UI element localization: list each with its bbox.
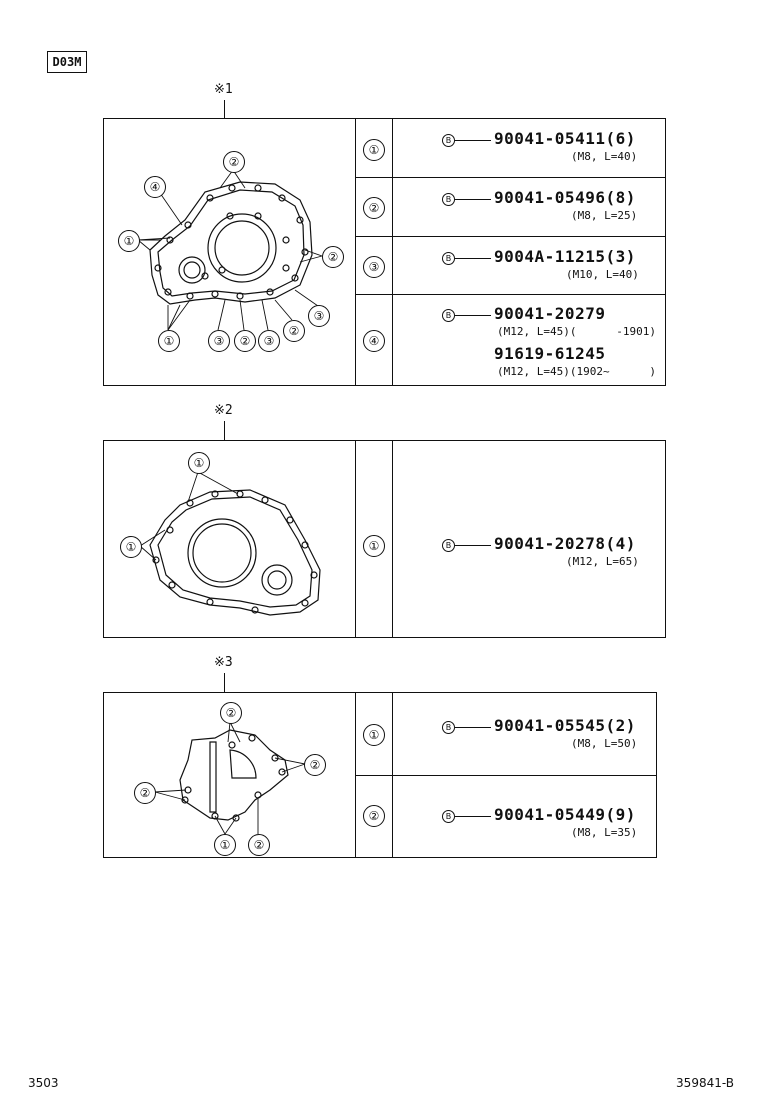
b-mark-icon: B <box>442 539 455 552</box>
transmission-case-drawing-1 <box>149 181 313 305</box>
row-index: ④ <box>363 330 385 352</box>
row-index: ③ <box>363 256 385 278</box>
b-mark-icon: B <box>442 810 455 823</box>
diagram-callout: ① <box>120 536 142 558</box>
part-number[interactable]: 90041-05411(6) <box>494 129 636 148</box>
section-3-leader <box>224 673 225 692</box>
diagram-callout: ① <box>188 452 210 474</box>
section-2-leader <box>224 421 225 440</box>
section-3-panel: ① B 90041-05545(2) (M8, L=50) ② B 90041-… <box>103 692 657 858</box>
part-number[interactable]: 91619-61245 <box>494 344 606 363</box>
diagram-callout: ② <box>283 320 305 342</box>
diagram-callout: ③ <box>308 305 330 327</box>
diagram-callout: ② <box>220 702 242 724</box>
part-spec: (M8, L=35) <box>571 826 638 839</box>
part-spec: (M12, L=65) <box>566 555 639 568</box>
diagram-callout: ② <box>248 834 270 856</box>
part-number[interactable]: 90041-05545(2) <box>494 716 636 735</box>
b-mark-icon: B <box>442 721 455 734</box>
row-index: ② <box>363 197 385 219</box>
part-spec: (M10, L=40) <box>566 268 639 281</box>
section-1-label: ※1 <box>214 82 233 97</box>
transmission-case-drawing-2 <box>149 489 321 616</box>
part-spec: (M12, L=45)(1902~ ) <box>497 365 656 378</box>
part-spec: (M12, L=45)( -1901) <box>497 325 656 338</box>
diagram-callout: ③ <box>208 330 230 352</box>
b-mark-icon: B <box>442 309 455 322</box>
b-mark-icon: B <box>442 134 455 147</box>
part-number[interactable]: 90041-05449(9) <box>494 805 636 824</box>
diagram-callout: ④ <box>144 176 166 198</box>
section-1-panel: ① B 90041-05411(6) (M8, L=40) ② B 90041-… <box>103 118 666 386</box>
part-spec: (M8, L=40) <box>571 150 638 163</box>
diagram-callout: ① <box>214 834 236 856</box>
diagram-callout: ② <box>322 246 344 268</box>
part-number[interactable]: 90041-20279 <box>494 304 606 323</box>
diagram-callout: ① <box>158 330 180 352</box>
part-number[interactable]: 9004A-11215(3) <box>494 247 636 266</box>
b-mark-icon: B <box>442 252 455 265</box>
drawing-reference: 359841-B <box>676 1076 734 1090</box>
diagram-callout: ② <box>223 151 245 173</box>
part-spec: (M8, L=25) <box>571 209 638 222</box>
transmission-case-drawing-3 <box>179 729 289 822</box>
diagram-callout: ② <box>234 330 256 352</box>
section-2-label: ※2 <box>214 403 233 418</box>
diagram-callout: ③ <box>258 330 280 352</box>
row-index: ① <box>363 724 385 746</box>
section-3-label: ※3 <box>214 655 233 670</box>
section-2-panel: ① B 90041-20278(4) (M12, L=65) <box>103 440 666 638</box>
diagram-code: D03M <box>47 51 87 73</box>
b-mark-icon: B <box>442 193 455 206</box>
row-index: ② <box>363 805 385 827</box>
page-number: 3503 <box>28 1076 59 1090</box>
row-index: ① <box>363 139 385 161</box>
section-1-leader <box>224 100 225 118</box>
part-spec: (M8, L=50) <box>571 737 638 750</box>
diagram-callout: ② <box>134 782 156 804</box>
part-number[interactable]: 90041-20278(4) <box>494 534 636 553</box>
diagram-callout: ② <box>304 754 326 776</box>
diagram-callout: ① <box>118 230 140 252</box>
row-index: ① <box>363 535 385 557</box>
part-number[interactable]: 90041-05496(8) <box>494 188 636 207</box>
